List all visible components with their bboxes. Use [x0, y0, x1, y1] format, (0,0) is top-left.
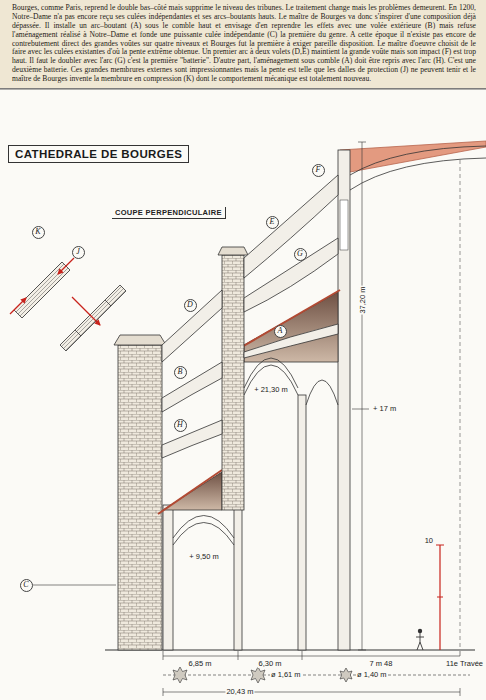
pier-sections [173, 667, 352, 683]
section-subtitle: COUPE PERPENDICULAIRE [112, 207, 226, 219]
span-dimension: 6,85 m [188, 659, 213, 668]
callout-circle: F [312, 164, 325, 177]
callout-letter: G [297, 250, 303, 258]
callout-letter: C [23, 581, 28, 589]
scale-number: 10 [424, 536, 434, 545]
callout-letter: A [278, 327, 283, 335]
callout-letter: E [270, 218, 275, 226]
callout-circle: C [20, 579, 33, 592]
height-label: + 21,30 m [253, 385, 289, 394]
bay-label: 11e Travée [445, 659, 484, 668]
height-dimension: 37,20 m [358, 285, 367, 314]
callout-letter: H [177, 421, 183, 429]
height-label: + 17 m [372, 404, 397, 413]
callout-letter: F [316, 166, 321, 174]
separator-line [0, 88, 486, 89]
callout-circle: K [32, 226, 45, 239]
inset-k [10, 258, 74, 318]
callout-letter: K [35, 228, 40, 236]
span-dimension: 7 m 48 [369, 659, 394, 668]
callout-circle: J [72, 246, 85, 259]
diameter-label: ø 1,40 m [356, 670, 388, 679]
span-dimension: 6,30 m [258, 659, 283, 668]
callout-circle: D [184, 299, 197, 312]
intro-text: Bourges, comme Paris, reprend le double … [0, 0, 486, 88]
cathedral-section [33, 141, 486, 650]
callout-letter: D [187, 301, 193, 309]
height-label: + 9,50 m [188, 552, 219, 561]
diameter-label: ø 1,61 m [270, 670, 302, 679]
callout-circle: B [174, 366, 187, 379]
callout-letter: B [178, 368, 183, 376]
total-dimension: 20,43 m [225, 687, 254, 696]
dimension-lines [163, 142, 470, 696]
callout-circle: H [174, 419, 187, 432]
title-box: CATHEDRALE DE BOURGES [8, 145, 189, 163]
callout-letter: J [76, 248, 80, 256]
callout-circle: G [294, 248, 307, 261]
callout-circle: E [266, 216, 279, 229]
callout-circle: A [274, 325, 287, 338]
